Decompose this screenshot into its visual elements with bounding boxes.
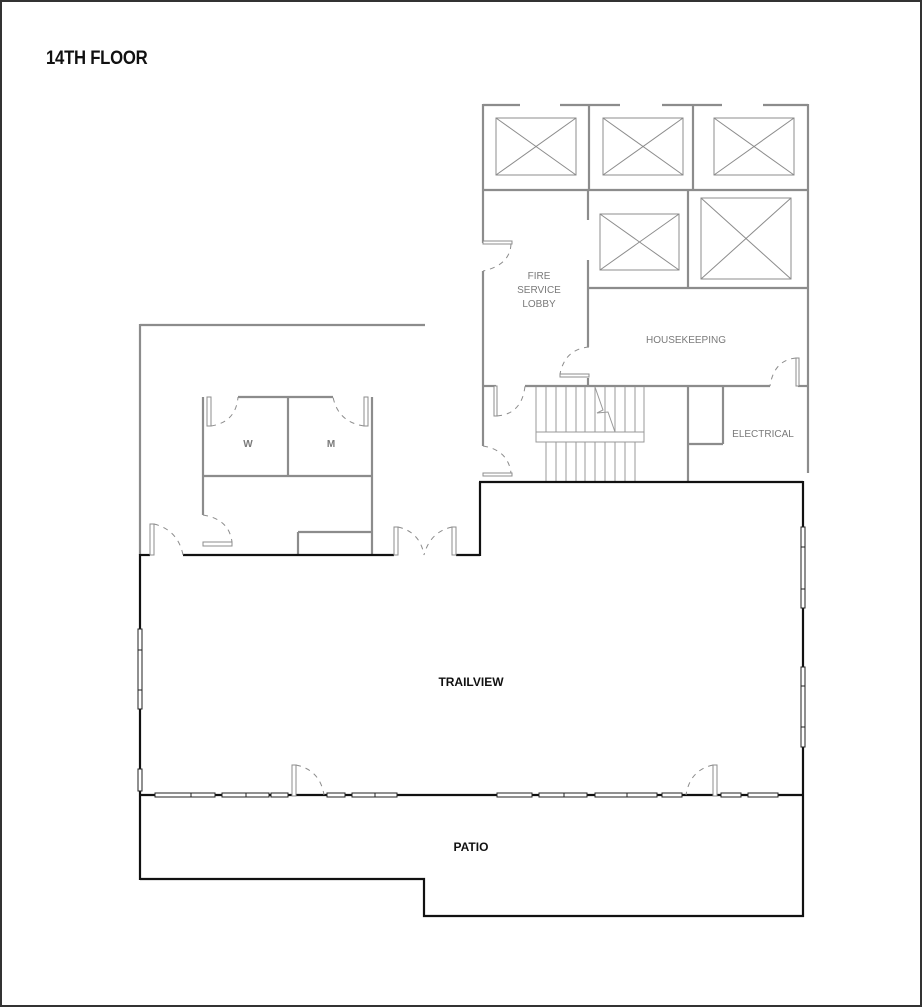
room-label-fire-lobby-3: LOBBY [522,299,556,310]
west-corridor [138,323,425,555]
door-restroom-vestibule[interactable] [202,514,233,547]
door-patio-west[interactable] [291,764,325,797]
room-label-housekeeping: HOUSEKEEPING [646,335,726,346]
room-label-patio: PATIO [454,840,489,854]
patio-walls [140,877,804,918]
room-label-electrical: ELECTRICAL [732,429,794,440]
door-housekeeping-west[interactable] [559,346,590,378]
room-label-women: W [243,439,253,450]
window-west-1 [137,628,143,710]
patio-storefront-windows [154,792,779,798]
room-label-trailview: TRAILVIEW [438,675,504,689]
elevator-shaft-1 [495,117,577,176]
elevator-shaft-3 [713,117,795,176]
door-trailview-west[interactable] [149,523,184,556]
double-door-trailview-entrance[interactable] [393,526,457,556]
stairwell-icon [535,386,645,481]
door-housekeeping-east[interactable] [769,357,800,387]
room-label-fire-lobby-1: FIRE [528,271,551,282]
room-label-men: M [327,439,335,450]
service-core [481,103,810,481]
window-west-2 [137,768,143,792]
window-east-2 [800,666,806,748]
window-east-1 [800,526,806,609]
restroom-block [201,395,374,555]
elevator-shaft-2 [602,117,684,176]
floor-title: 14TH FLOOR [46,48,148,69]
door-patio-east[interactable] [685,764,718,797]
door-lobby-south[interactable] [482,445,513,477]
door-fire-lobby-west[interactable] [482,240,513,272]
elevator-shaft-5 [700,197,792,280]
elevator-shaft-4 [599,213,680,271]
room-label-fire-lobby-2: SERVICE [517,285,561,296]
room-trailview[interactable] [142,484,802,794]
door-restroom-men[interactable] [332,396,369,427]
door-stair-lobby[interactable] [493,385,526,417]
door-restroom-women[interactable] [206,396,239,427]
